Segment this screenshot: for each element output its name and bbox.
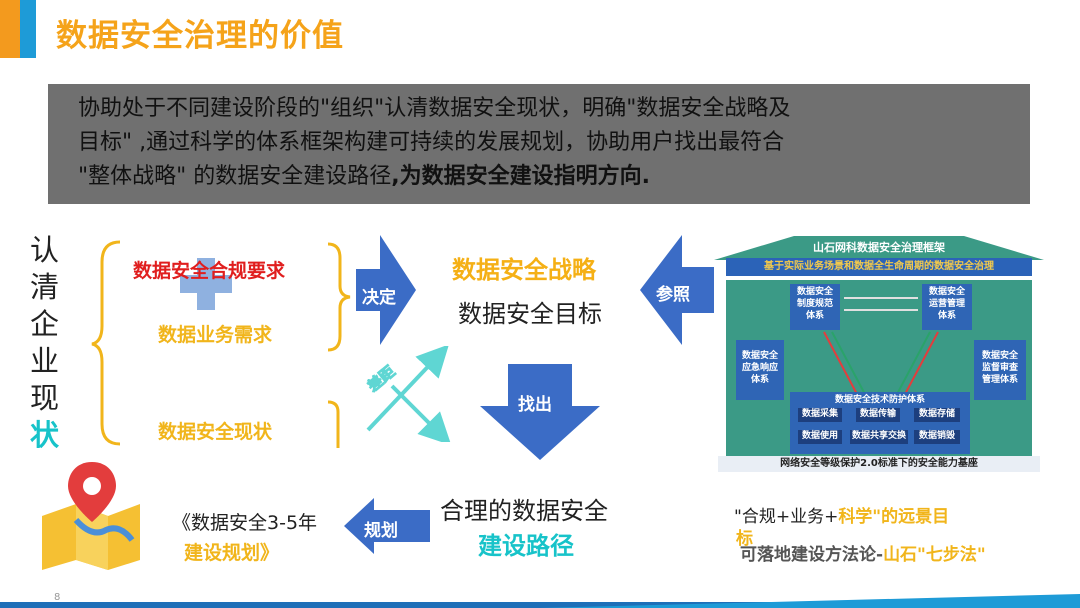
decide-arrow-label: 决定 (362, 288, 396, 308)
vertical-char: 业 (30, 344, 60, 378)
framework-box-policy: 数据安全 制度规范 体系 (790, 284, 840, 330)
business-label: 数据业务需求 (158, 324, 273, 346)
framework-graphic: 山石网科数据安全治理框架 基于实际业务场景和数据全生命周期的数据安全治理 数据安… (714, 236, 1044, 472)
vertical-char: 企 (30, 307, 60, 341)
plan-arrow-label: 规划 (364, 521, 398, 541)
title-accent-bar-orange (0, 0, 20, 58)
lower-brace-icon (327, 400, 340, 448)
framework-body: 数据安全 制度规范 体系 数据安全 运营管理 体系 数据安全 应急响应 体系 数… (726, 280, 1032, 456)
decide-arrow-icon (356, 235, 416, 345)
footer-bar-icon (0, 590, 1080, 608)
find-arrow-icon (480, 364, 600, 460)
framework-cell: 数据共享交换 (850, 430, 908, 444)
framework-box-ops: 数据安全 运营管理 体系 (922, 284, 972, 330)
framework-cell: 数据存储 (914, 408, 960, 422)
framework-cell: 数据销毁 (914, 430, 960, 444)
gap-arrows-icon (366, 346, 452, 442)
caption-part2: 科学"的远景目 (838, 507, 950, 527)
framework-roof-icon (714, 236, 1044, 260)
framework-tech-title: 数据安全技术防护体系 (834, 395, 925, 405)
left-brace-icon (91, 240, 121, 446)
vertical-char: 认 (30, 233, 60, 267)
framework-cell: 数据使用 (798, 430, 842, 444)
refer-arrow-label: 参照 (656, 285, 690, 305)
intro-box: 协助处于不同建设阶段的"组织"认清数据安全现状，明确"数据安全战略及 目标" ,… (48, 84, 1030, 204)
vertical-label: 认 清 企 业 现 状 (30, 232, 64, 454)
plan-output-line1: 《数据安全3-5年 (172, 512, 318, 534)
intro-line-2: 目标" ,通过科学的体系框架构建可持续的发展规划，协助用户找出最符合 (78, 130, 785, 155)
map-pin-icon (42, 462, 140, 570)
framework-band: 基于实际业务场景和数据全生命周期的数据安全治理 (726, 258, 1032, 276)
compliance-label: 数据安全合规要求 (133, 260, 286, 282)
caption-line2: 可落地建设方法论-山石"七步法" (740, 540, 986, 565)
plan-output-line2: 建设规划》 (184, 542, 280, 564)
framework-title: 山石网科数据安全治理框架 (813, 241, 945, 254)
path-label-line1: 合理的数据安全 (440, 497, 608, 525)
intro-line-3b: ,为数据安全建设指明方向. (391, 164, 650, 189)
vertical-char: 现 (30, 381, 60, 415)
intro-text: 协助处于不同建设阶段的"组织"认清数据安全现状，明确"数据安全战略及 目标" ,… (78, 92, 1008, 194)
refer-arrow-icon (640, 235, 714, 345)
framework-box-emergency: 数据安全 应急响应 体系 (736, 340, 784, 400)
framework-cell: 数据采集 (798, 408, 842, 422)
path-label-line2: 建设路径 (478, 532, 574, 560)
strategy-label: 数据安全战略 (452, 256, 596, 284)
page-number: 8 (54, 592, 61, 603)
intro-line-3a: "整体战略" 的数据安全建设路径 (78, 164, 392, 189)
framework-tech-panel: 数据安全技术防护体系 (790, 392, 970, 454)
caption-line1: "合规+业务+科学"的远景目 (734, 502, 949, 527)
vertical-char-highlight: 状 (30, 418, 60, 452)
framework-box-audit: 数据安全 监督审查 管理体系 (974, 340, 1026, 400)
goal-label: 数据安全目标 (458, 300, 602, 328)
page-title: 数据安全治理的价值 (56, 18, 344, 54)
find-arrow-label: 找出 (518, 395, 552, 415)
intro-line-3: "整体战略" 的数据安全建设路径,为数据安全建设指明方向. (78, 160, 1008, 194)
intro-line-1: 协助处于不同建设阶段的"组织"认清数据安全现状，明确"数据安全战略及 (78, 96, 791, 121)
caption-line2b: 山石"七步法" (883, 545, 986, 565)
caption-line2a: 可落地建设方法论- (740, 545, 884, 565)
plus-icon-vertical (197, 258, 215, 310)
vertical-char: 清 (30, 270, 60, 304)
caption-part1: "合规+业务+ (734, 507, 839, 527)
caption-part3: 标 (736, 529, 753, 549)
framework-base: 网络安全等级保护2.0标准下的安全能力基座 (718, 456, 1040, 472)
plan-arrow-icon (344, 498, 430, 554)
framework-cell: 数据传输 (856, 408, 900, 422)
status-label: 数据安全现状 (158, 421, 273, 443)
right-brace-icon (327, 242, 351, 352)
